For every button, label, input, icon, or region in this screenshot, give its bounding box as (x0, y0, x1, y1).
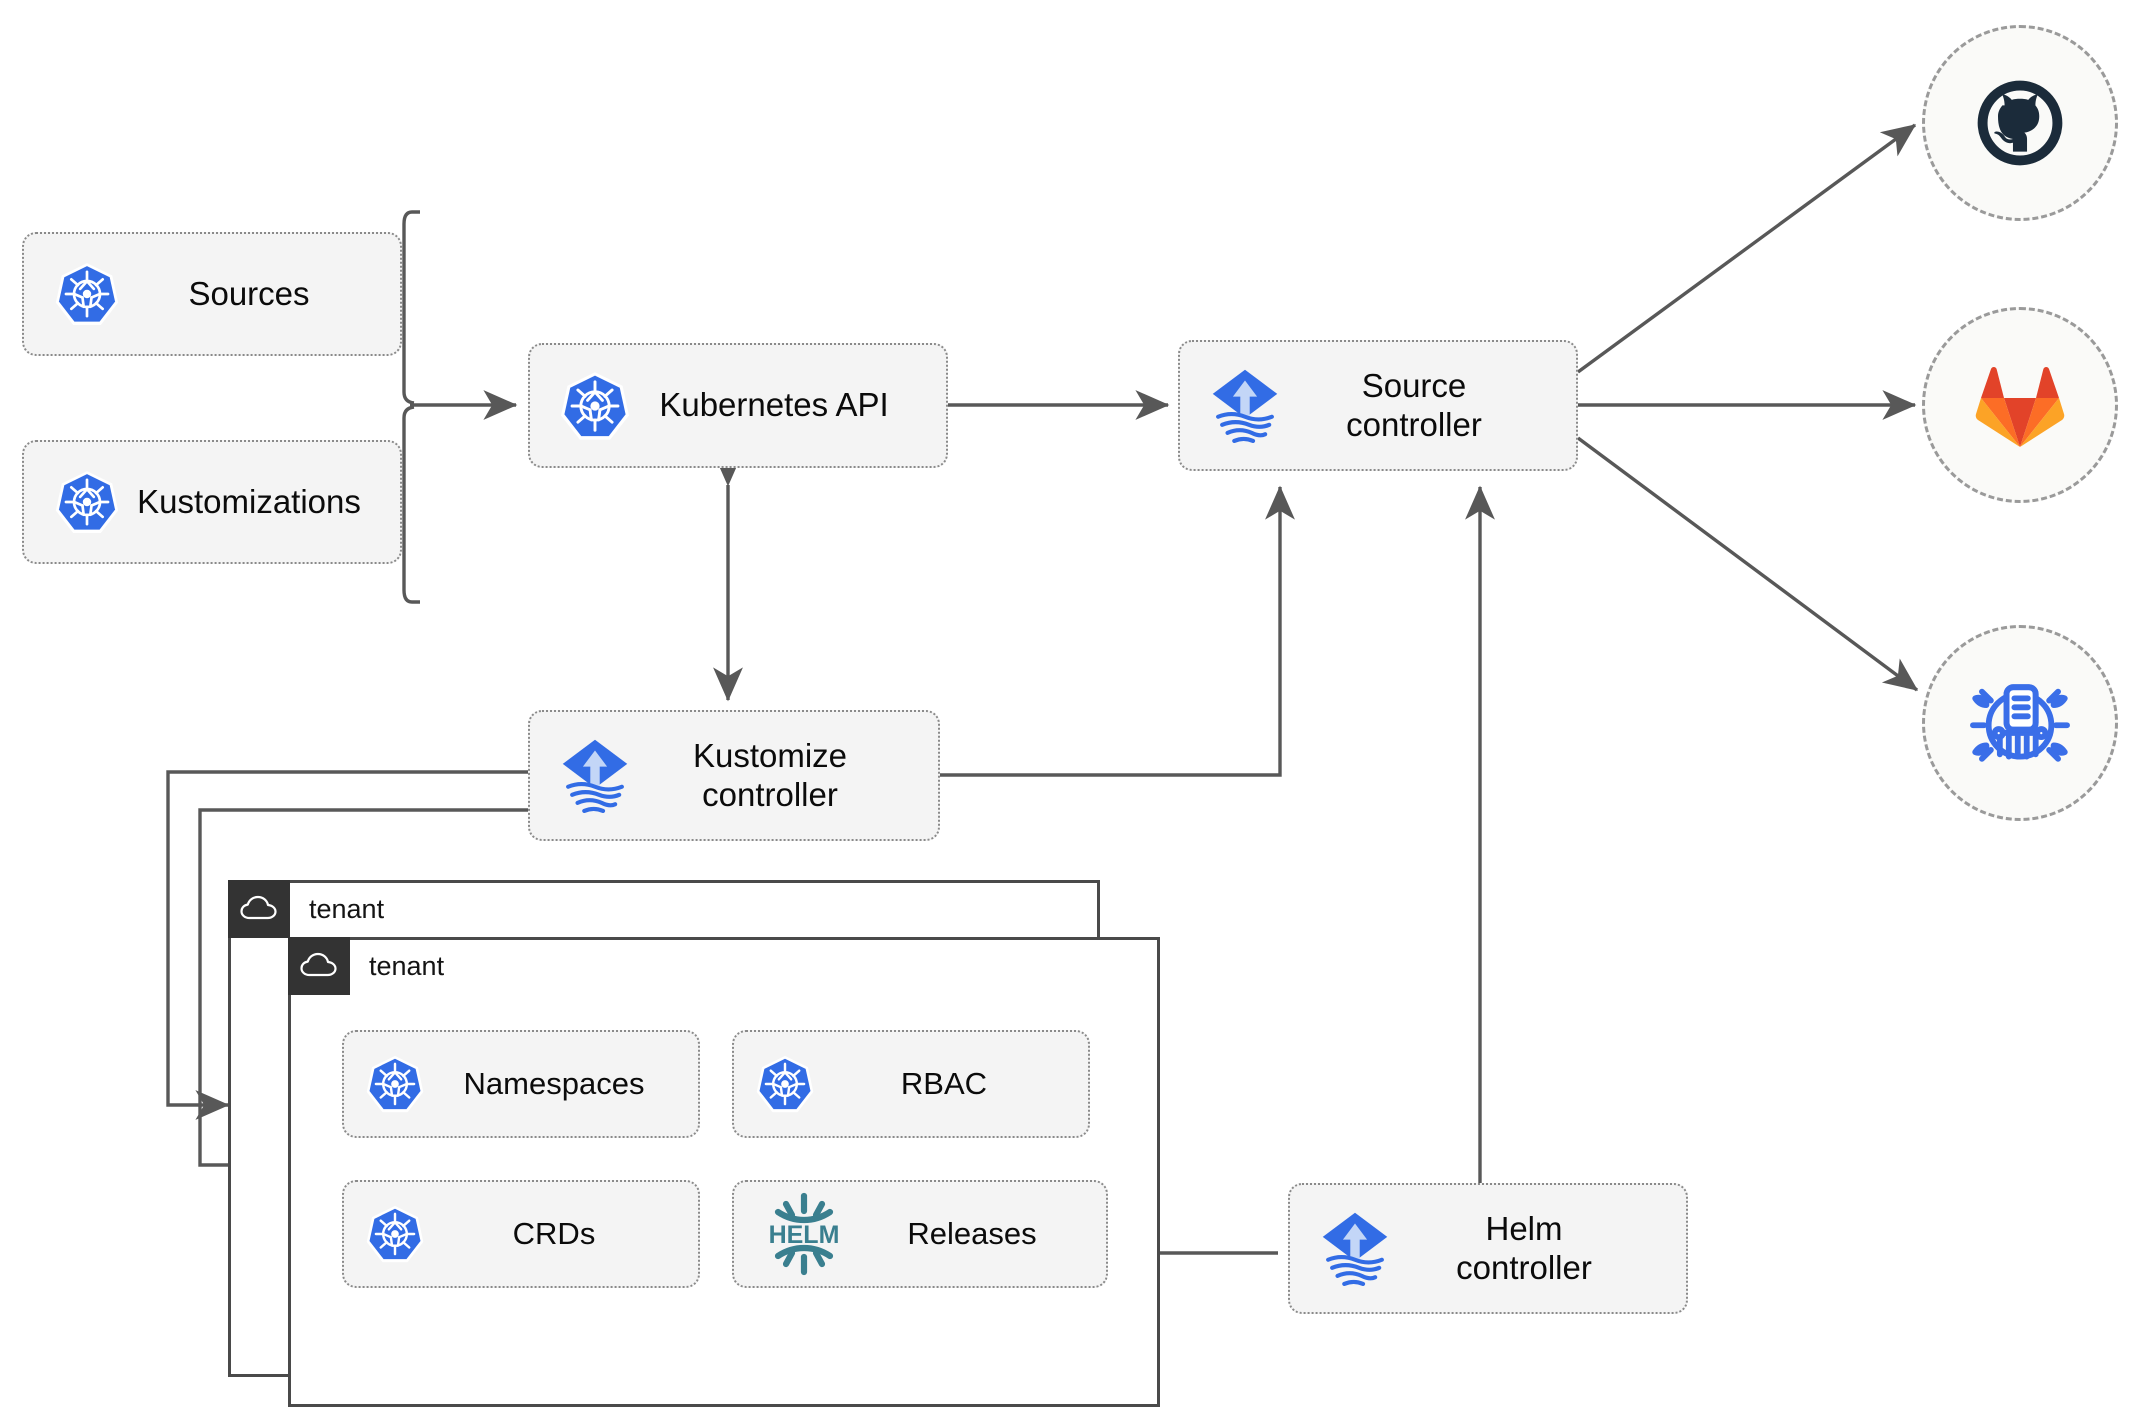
flux-glyph (1322, 1212, 1388, 1286)
cloud-glyph (300, 952, 337, 977)
edge-bracket-top (402, 210, 420, 405)
node-label-kustomizations: Kustomizations (137, 482, 361, 520)
tenant-label-inner: tenant (369, 950, 445, 981)
node-kubernetes-api[interactable]: Kubernetes API (528, 343, 948, 468)
node-label-kustomize-controller: Kustomize controller (692, 736, 848, 813)
kubernetes-icon (362, 1054, 428, 1114)
github-icon (1977, 80, 2063, 166)
node-kustomizations[interactable]: Kustomizations (22, 440, 402, 564)
kubernetes-icon (362, 1204, 428, 1264)
cloud-icon (288, 937, 350, 995)
helm-wordmark: HELM (769, 1221, 840, 1249)
kubernetes-glyph (366, 1205, 424, 1263)
node-label-namespaces: Namespaces (463, 1065, 645, 1101)
kubernetes-glyph (756, 1055, 814, 1113)
tenant-label-outer: tenant (309, 893, 385, 924)
flux-glyph (1212, 369, 1278, 443)
node-namespaces[interactable]: Namespaces (342, 1030, 700, 1138)
node-rbac[interactable]: RBAC (732, 1030, 1090, 1138)
kubernetes-icon (552, 370, 638, 442)
node-releases[interactable]: HELM Releases (732, 1180, 1108, 1288)
helm-glyph: HELM (769, 1192, 840, 1276)
flux-icon (1202, 363, 1288, 449)
external-source-github[interactable] (1922, 25, 2118, 221)
tenant-container-inner[interactable]: tenant (288, 937, 1160, 1407)
node-helm-controller[interactable]: Helm controller (1288, 1183, 1688, 1314)
node-label-sources: Sources (188, 274, 310, 312)
kubernetes-glyph (55, 263, 119, 325)
cloud-icon (228, 880, 290, 938)
kubernetes-icon (50, 261, 124, 327)
node-label-source-controller: Source controller (1346, 366, 1482, 443)
edge-kustomizecontroller-sourcecontroller (938, 485, 1295, 777)
node-source-controller[interactable]: Source controller (1178, 340, 1578, 471)
node-label-rbac: RBAC (900, 1065, 988, 1101)
flux-icon (1312, 1206, 1398, 1292)
node-label-helm-controller: Helm controller (1456, 1209, 1592, 1286)
external-source-oci-registry[interactable] (1922, 625, 2118, 821)
node-label-crds: CRDs (512, 1215, 596, 1251)
cloud-glyph (240, 895, 277, 920)
kubernetes-glyph (55, 471, 119, 533)
kubernetes-icon (50, 469, 124, 535)
kubernetes-icon (752, 1054, 818, 1114)
kubernetes-glyph (561, 371, 629, 440)
edge-sourcecontroller-github (1576, 123, 1917, 374)
edge-bracket-bottom (402, 405, 420, 604)
node-crds[interactable]: CRDs (342, 1180, 700, 1288)
node-kustomize-controller[interactable]: Kustomize controller (528, 710, 940, 841)
oci-registry-icon (1970, 684, 2070, 762)
flux-glyph (562, 739, 628, 813)
kubernetes-glyph (366, 1055, 424, 1113)
node-label-kubernetes-api: Kubernetes API (659, 386, 889, 424)
helm-icon: HELM (752, 1190, 856, 1278)
node-sources[interactable]: Sources (22, 232, 402, 356)
edge-sourcecontroller-oci (1576, 436, 1919, 692)
external-source-gitlab[interactable] (1922, 307, 2118, 503)
flux-icon (552, 733, 638, 819)
gitlab-icon (1975, 367, 2065, 447)
node-label-releases: Releases (907, 1215, 1037, 1251)
